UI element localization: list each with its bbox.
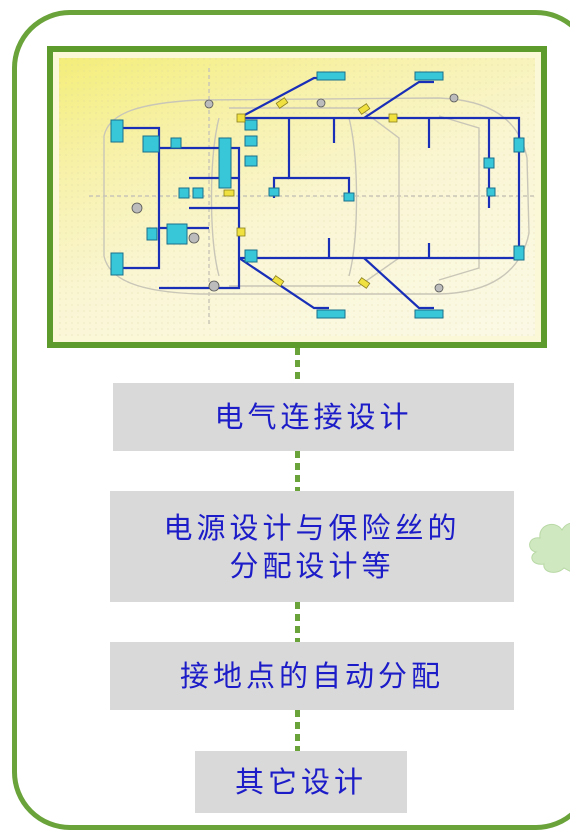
ground-points — [131, 93, 459, 293]
wiring-diagram-panel — [47, 46, 547, 348]
connector-line-2 — [295, 451, 300, 491]
connector-line-3 — [295, 602, 300, 642]
connector-line-1 — [295, 348, 300, 383]
step-box-power-fuse: 电源设计与保险丝的 分配设计等 — [110, 491, 514, 602]
step-box-electrical-connection: 电气连接设计 — [113, 383, 514, 451]
components — [110, 71, 525, 319]
connectors — [223, 97, 398, 289]
diagram-background — [59, 58, 535, 336]
step-label: 接地点的自动分配 — [179, 659, 444, 693]
step-label: 电气连接设计 — [214, 400, 413, 434]
wiring-harness-diagram — [59, 58, 535, 336]
connector-line-4 — [295, 710, 300, 751]
step-box-other-design: 其它设计 — [195, 751, 407, 813]
car-outline — [89, 68, 535, 326]
cloud-shape — [529, 522, 570, 573]
step-label: 其它设计 — [234, 765, 367, 799]
step-label: 电源设计与保险丝的 分配设计等 — [163, 510, 461, 583]
step-box-ground-assignment: 接地点的自动分配 — [110, 642, 514, 710]
